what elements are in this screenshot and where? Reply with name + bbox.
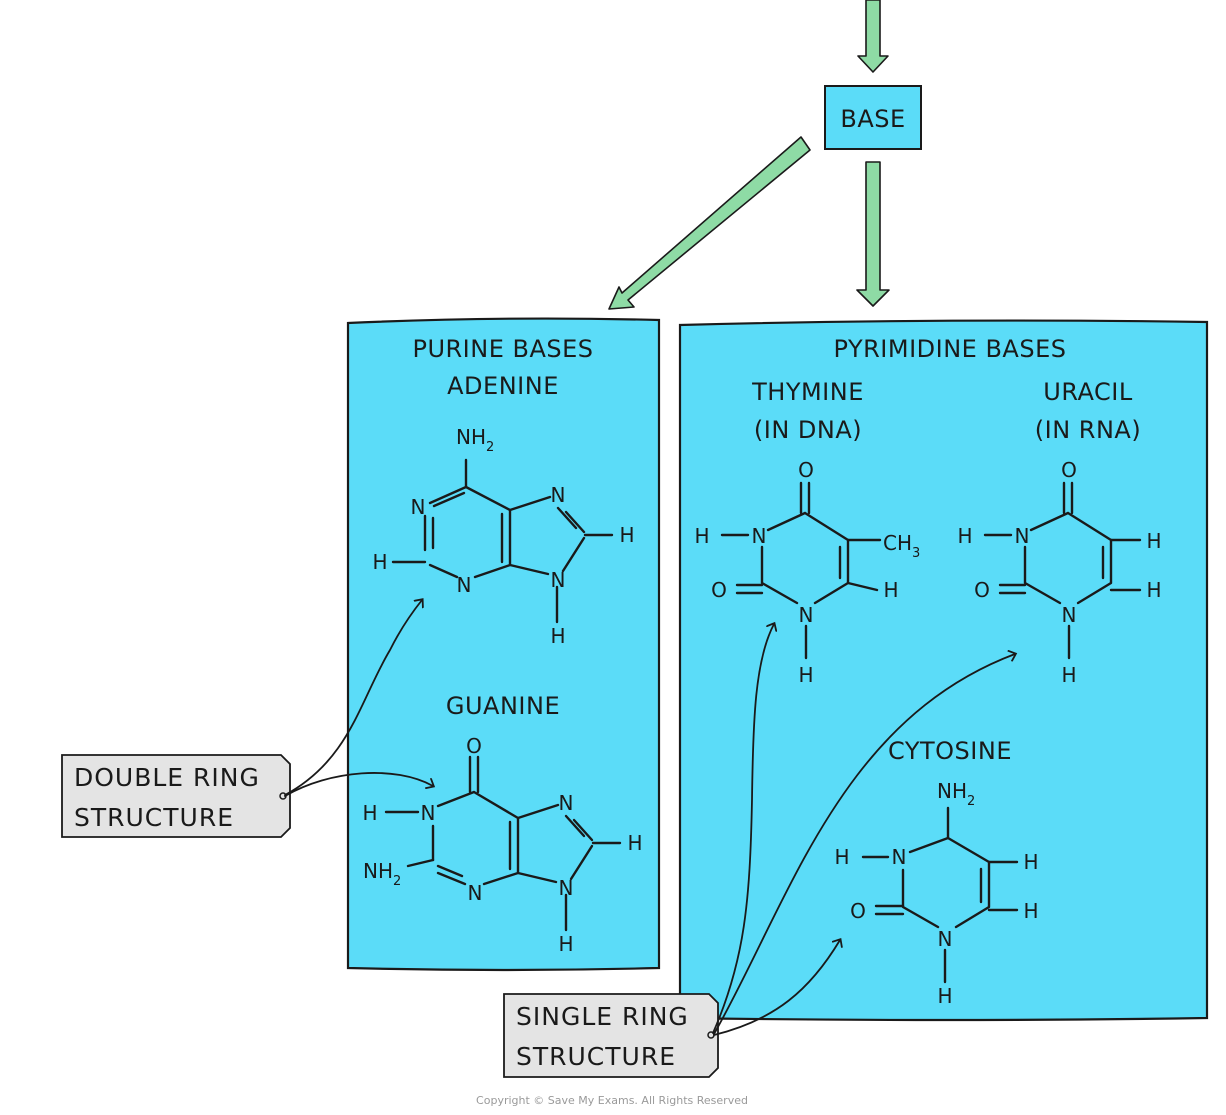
copyright-text: Copyright © Save My Exams. All Rights Re… [476,1094,748,1107]
uracil-h1: H [1061,663,1076,687]
pyrimidine-title: PYRIMIDINE BASES [834,335,1067,363]
guanine-n9: N [559,876,574,900]
base-box: BASE [824,85,922,150]
pointer-single-to-cytosine [713,940,840,1036]
pointer-double-to-guanine [284,772,433,797]
purine-panel: PURINE BASES ADENINE NH2 N N N N H H H G… [346,317,661,972]
arrow-to-purine [608,136,811,310]
pointer-single-to-uracil [713,654,1015,1035]
svg-text:CH3: CH3 [883,531,920,561]
thymine-note: (IN DNA) [754,416,862,444]
cytosine-nh-sub: 2 [967,794,975,809]
guanine-o: O [466,734,482,758]
double-ring-tag: DOUBLE RING STRUCTURE [61,754,291,838]
cytosine-hn3: H [834,845,849,869]
adenine-nh: NH [456,425,486,449]
cytosine-nh: NH [937,779,967,803]
cytosine-h5: H [1023,850,1038,874]
cytosine-structure: NH2 H N H O H N H [834,779,1038,1008]
svg-text:NH2: NH2 [363,859,401,889]
cytosine-h1: H [937,984,952,1008]
adenine-h2: H [372,550,387,574]
adenine-n9: N [551,568,566,592]
uracil-n1: N [1062,603,1077,627]
guanine-structure: O H N NH2 N N N H H [362,734,642,956]
double-ring-line2: STRUCTURE [74,803,234,832]
uracil-o4: O [1061,458,1077,482]
adenine-n7: N [551,483,566,507]
adenine-name: ADENINE [447,372,559,400]
guanine-hn1: H [362,801,377,825]
adenine-structure: NH2 N N N N H H H [372,425,634,648]
uracil-structure: O H N H O H N H [957,458,1161,687]
pointer-single-to-thymine [712,624,774,1034]
arrow-to-pyrimidine [856,161,890,307]
cytosine-n1: N [938,927,953,951]
thymine-name: THYMINE [751,378,864,406]
adenine-nh-sub: 2 [486,440,494,455]
adenine-n1: N [411,495,426,519]
cytosine-name: CYTOSINE [888,737,1012,765]
uracil-hn3: H [957,524,972,548]
thymine-hn3: H [694,524,709,548]
uracil-name: URACIL [1043,378,1133,406]
single-ring-tag: SINGLE RING STRUCTURE [503,993,719,1078]
thymine-h6: H [883,578,898,602]
uracil-o2: O [974,578,990,602]
guanine-n1: N [421,801,436,825]
thymine-ch: CH [883,531,912,555]
guanine-n7: N [559,791,574,815]
thymine-o2: O [711,578,727,602]
thymine-ch-sub: 3 [912,546,920,561]
guanine-name: GUANINE [446,692,560,720]
thymine-h1: H [798,663,813,687]
guanine-nh-sub: 2 [393,874,401,889]
adenine-h8: H [619,523,634,547]
cytosine-o2: O [850,899,866,923]
thymine-n1: N [799,603,814,627]
pointer-double-to-adenine [284,600,422,796]
base-label: BASE [840,105,905,133]
adenine-h9: H [550,624,565,648]
cytosine-n3: N [892,845,907,869]
uracil-n3: N [1015,524,1030,548]
uracil-h6: H [1146,578,1161,602]
single-ring-line1: SINGLE RING [516,1002,689,1031]
double-ring-line1: DOUBLE RING [74,763,260,792]
guanine-h9: H [558,932,573,956]
thymine-o4: O [798,458,814,482]
uracil-note: (IN RNA) [1035,416,1141,444]
guanine-n3: N [468,881,483,905]
cytosine-h6: H [1023,899,1038,923]
thymine-structure: O H N CH3 O H N H [694,458,920,687]
svg-text:NH2: NH2 [937,779,975,809]
svg-text:NH2: NH2 [456,425,494,455]
guanine-h8: H [627,831,642,855]
adenine-n3: N [457,573,472,597]
thymine-n3: N [752,524,767,548]
purine-title: PURINE BASES [412,335,593,363]
single-ring-line2: STRUCTURE [516,1042,676,1071]
guanine-nh: NH [363,859,393,883]
top-down-arrow [857,0,889,73]
uracil-h5: H [1146,529,1161,553]
